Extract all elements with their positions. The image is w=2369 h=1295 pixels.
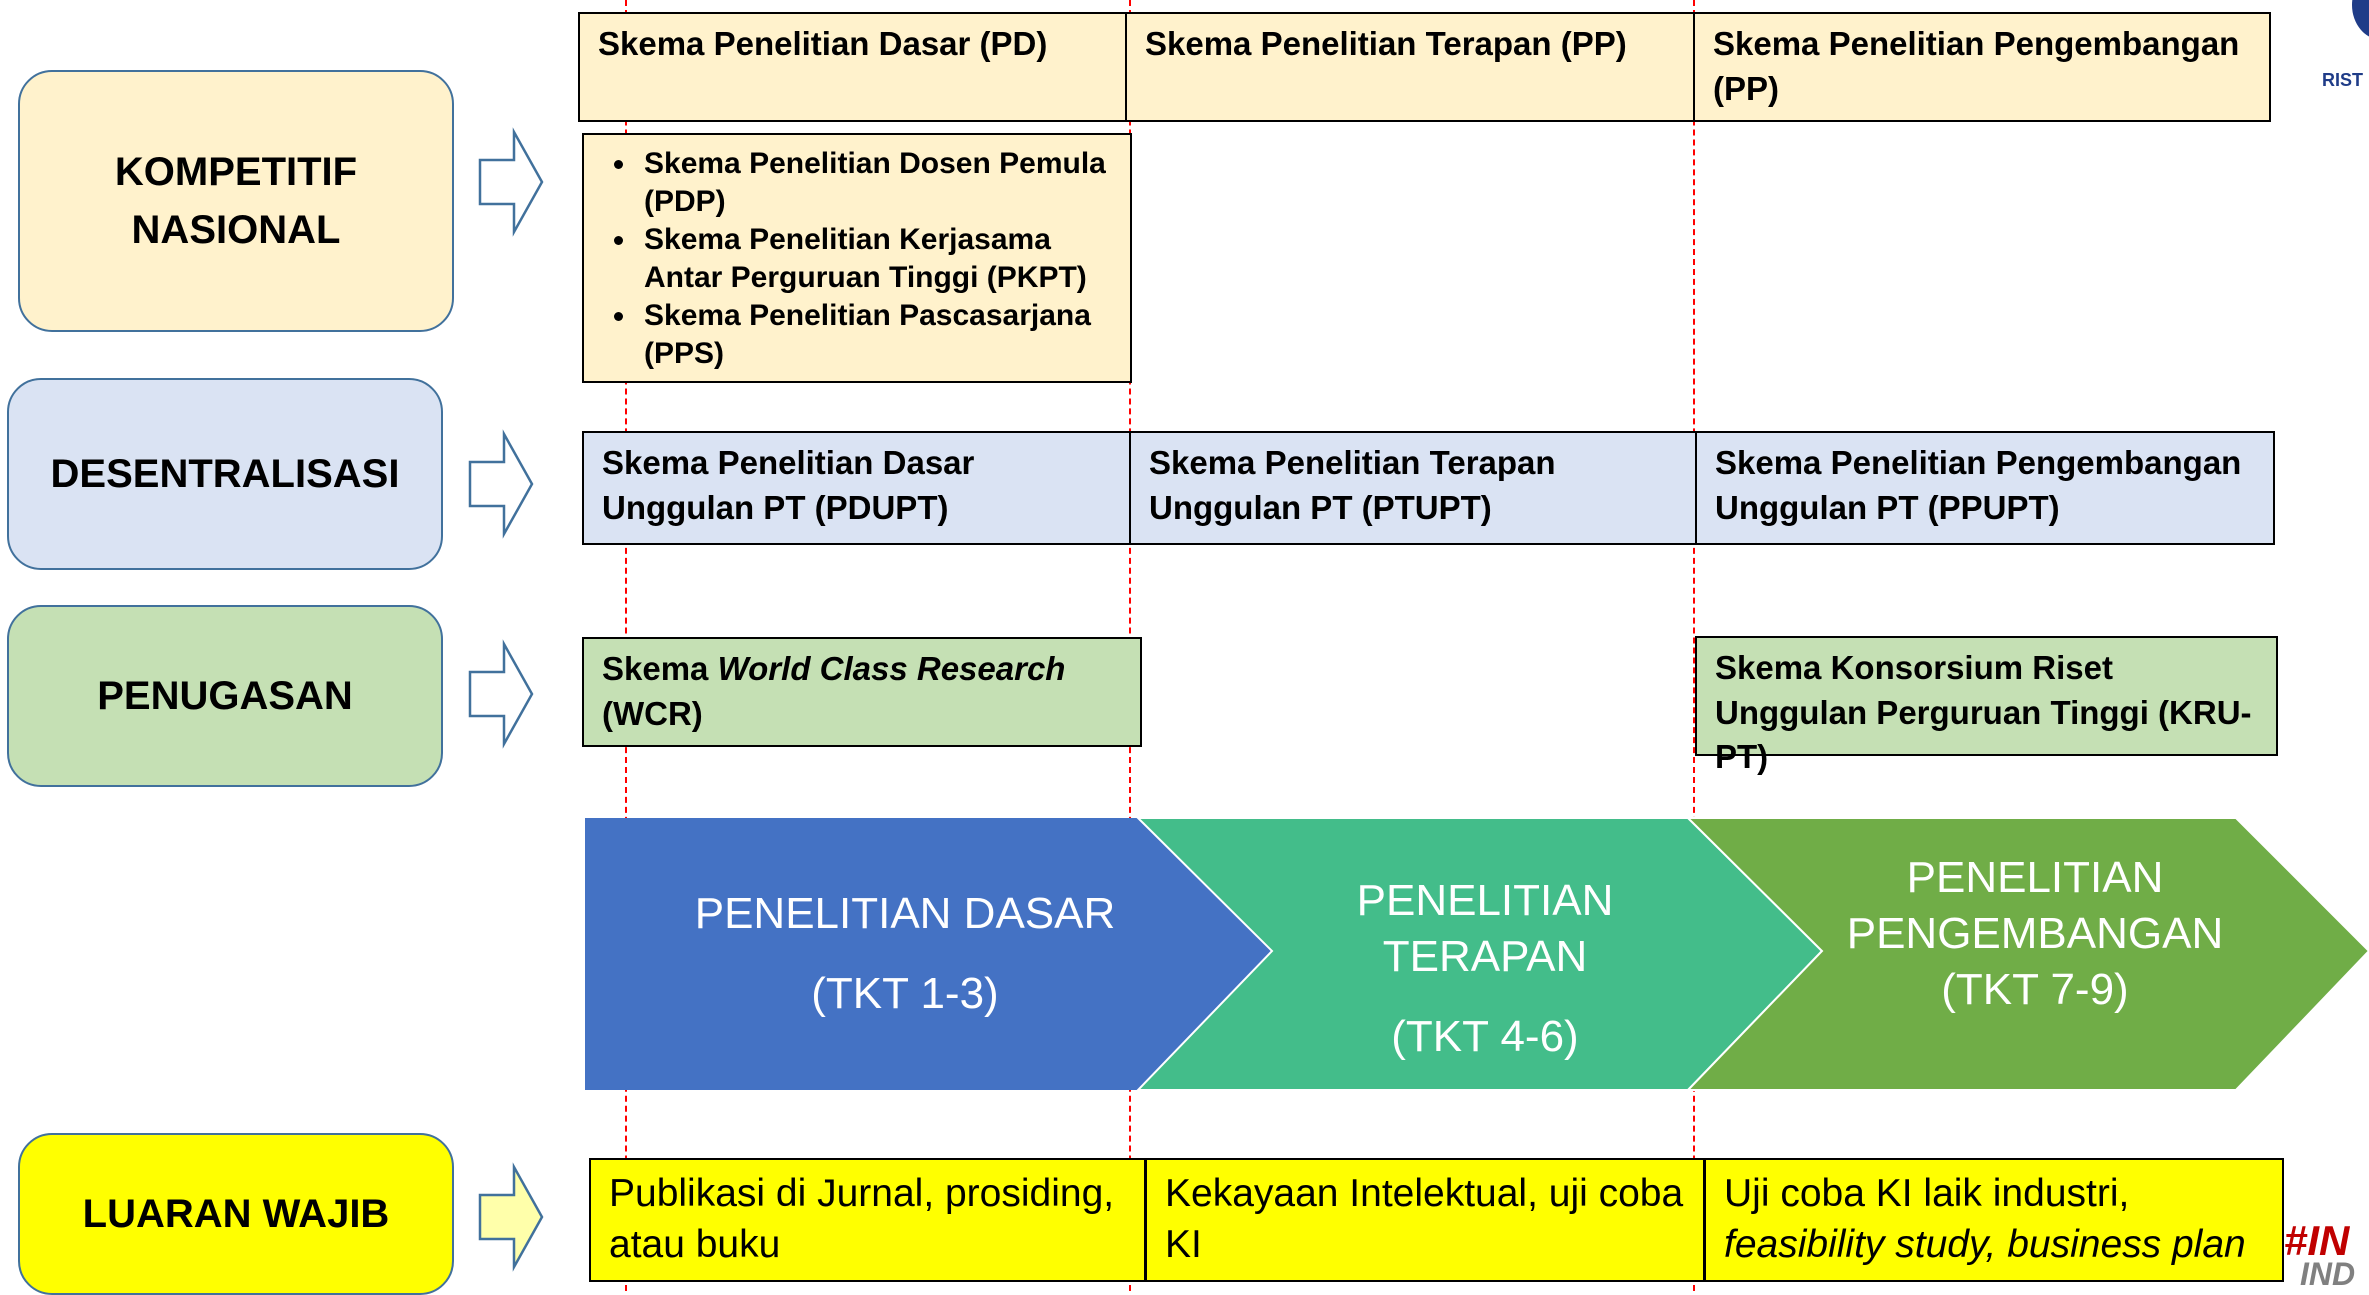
category-penugasan: PENUGASAN [7, 605, 443, 787]
scheme-ppupt: Skema Penelitian Pengembangan Unggulan P… [1695, 431, 2275, 545]
scheme-label: Skema Penelitian Terapan (PP) [1145, 25, 1627, 62]
category-label: NASIONAL [131, 208, 341, 252]
scheme-label: Skema Penelitian Pengembangan Unggulan P… [1715, 444, 2242, 526]
scheme-label: Skema Penelitian Dasar (PD) [598, 25, 1048, 62]
scheme-pp-pengembangan: Skema Penelitian Pengembangan (PP) [1693, 12, 2271, 122]
output-label-italic: feasibility study, business plan [1724, 1223, 2246, 1267]
scheme-label: Skema Penelitian Pengembangan (PP) [1713, 25, 2240, 107]
stage-chevron-dasar [585, 818, 1272, 1090]
output-label: Publikasi di Jurnal, prosiding, atau buk… [609, 1172, 1115, 1267]
output-terapan: Kekayaan Intelektual, uji coba KI [1145, 1158, 1705, 1282]
category-label: LUARAN WAJIB [82, 1192, 390, 1236]
scheme-label: (WCR) [602, 694, 703, 732]
scheme-bullet-list: Skema Penelitian Dosen Pemula (PDP) Skem… [598, 145, 1116, 374]
arrow-right-icon [468, 429, 534, 539]
scheme-wcr: Skema World Class Research (WCR) [582, 637, 1142, 747]
logo-swoosh [2352, 0, 2369, 40]
scheme-label: Skema [602, 650, 718, 687]
arrow-right-icon [478, 127, 544, 237]
stage-label-dasar: PENELITIAN DASAR (TKT 1-3) [620, 818, 1190, 1090]
arrow-right-icon [478, 1162, 544, 1272]
scheme-kru-pt: Skema Konsorsium Riset Unggulan Pergurua… [1695, 636, 2278, 775]
stage-label-terapan: PENELITIAN TERAPAN (TKT 4-6) [1250, 818, 1720, 1090]
scheme-label: Skema Konsorsium Riset Unggulan Pergurua… [1715, 649, 2252, 776]
output-pengembangan: Uji coba KI laik industri, feasibility s… [1704, 1158, 2284, 1282]
list-item: Skema Penelitian Pascasarjana (PPS) [638, 297, 1116, 373]
stage-title: PENELITIAN [1356, 875, 1614, 925]
output-label: Kekayaan Intelektual, uji coba KI [1165, 1172, 1684, 1267]
list-item: Skema Penelitian Dosen Pemula (PDP) [638, 145, 1116, 221]
category-kompetitif-nasional: KOMPETITIF NASIONAL [18, 70, 454, 332]
stage-tkt: (TKT 1-3) [811, 969, 999, 1018]
corner-hashtag-bottom-right: #IN IND [2282, 1220, 2369, 1291]
stage-label-pengembangan: PENELITIAN PENGEMBANGAN (TKT 7-9) [1800, 818, 2270, 1090]
category-label: PENUGASAN [97, 674, 353, 718]
output-label: Uji coba KI laik industri, [1724, 1172, 2130, 1215]
stage-tkt: (TKT 7-9) [1941, 965, 2129, 1015]
corner-hashtag-text: IND [2300, 1256, 2356, 1291]
stage-title: PENELITIAN [1906, 852, 2164, 902]
scheme-label: Skema Penelitian Dasar Unggulan PT (PDUP… [602, 444, 975, 526]
stage-title: PENELITIAN DASAR [694, 888, 1116, 938]
stage-title: TERAPAN [1382, 931, 1588, 981]
category-luaran-wajib: LUARAN WAJIB [18, 1133, 454, 1295]
scheme-bullet-box: Skema Penelitian Dosen Pemula (PDP) Skem… [582, 133, 1132, 383]
category-desentralisasi: DESENTRALISASI [7, 378, 443, 570]
scheme-label-italic: World Class Research [717, 650, 1066, 687]
list-item: Skema Penelitian Kerjasama Antar Perguru… [638, 221, 1116, 297]
divider-line-3 [1693, 0, 1695, 1291]
corner-logo-text: RIST [2322, 70, 2364, 90]
scheme-ptupt: Skema Penelitian Terapan Unggulan PT (PT… [1129, 431, 1697, 545]
corner-logo-top-right: RIST [2318, 0, 2369, 100]
scheme-label: Skema Penelitian Terapan Unggulan PT (PT… [1149, 444, 1556, 526]
corner-hashtag-text: #IN [2284, 1220, 2350, 1264]
stage-chevron-pengembangan [1685, 817, 2369, 1091]
category-label: DESENTRALISASI [50, 452, 400, 496]
scheme-pp-terapan: Skema Penelitian Terapan (PP) [1125, 12, 1695, 122]
stage-tkt: (TKT 4-6) [1391, 1012, 1579, 1062]
output-dasar: Publikasi di Jurnal, prosiding, atau buk… [589, 1158, 1146, 1282]
stage-title: PENGEMBANGAN [1846, 908, 2224, 958]
scheme-pdupt: Skema Penelitian Dasar Unggulan PT (PDUP… [582, 431, 1131, 545]
arrow-right-icon [468, 639, 534, 749]
category-label: KOMPETITIF [114, 150, 358, 194]
